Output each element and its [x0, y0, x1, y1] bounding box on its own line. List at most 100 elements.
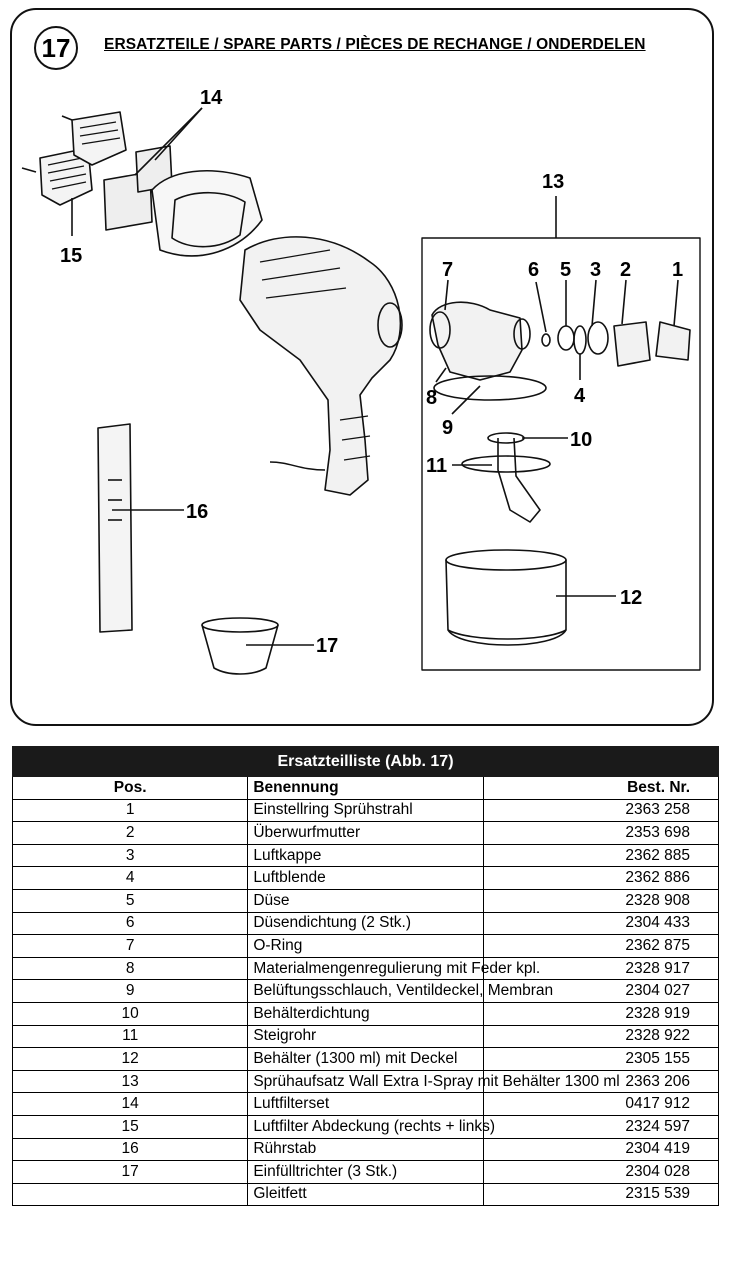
row-number: 2324 597	[482, 1114, 720, 1139]
row-number: 2315 539	[482, 1182, 720, 1207]
row-pos: 6	[11, 911, 249, 936]
spray-gun-body	[239, 236, 403, 496]
callout-15: 15	[60, 245, 82, 267]
exploded-parts-diagram: 14 15 13 7 6 5 3 2 1 4 8 9 10 11 12 16 1…	[21, 87, 701, 675]
callout-13: 13	[542, 171, 564, 193]
row-name: Überwurfmutter	[247, 821, 484, 845]
row-pos: 17	[11, 1160, 249, 1184]
spare-parts-table: Ersatzteilliste (Abb. 17) Pos. Benennung…	[11, 746, 720, 1207]
callout-6: 6	[528, 259, 539, 281]
row-pos: 4	[11, 866, 249, 890]
row-pos: 3	[11, 843, 249, 868]
figure-frame	[10, 8, 714, 726]
row-pos: 10	[11, 1001, 249, 1026]
callout-14: 14	[200, 87, 223, 109]
row-number: 2328 919	[482, 1001, 720, 1026]
row-name: Düse	[247, 888, 484, 913]
callout-1: 1	[672, 259, 683, 281]
row-name: Steigrohr	[247, 1024, 484, 1049]
spray-attachment-head	[429, 301, 691, 401]
row-name: Luftblende	[247, 866, 484, 890]
callout-9: 9	[442, 417, 453, 439]
row-number: 2353 698	[482, 821, 720, 845]
row-number: 2304 028	[482, 1160, 720, 1184]
figure-number: 17	[41, 32, 71, 63]
row-name: Behälter (1300 ml) mit Deckel	[247, 1047, 484, 1071]
container-seal-and-riser	[461, 432, 551, 523]
container-part-12	[445, 549, 567, 646]
header-number: Best. Nr.	[482, 776, 720, 800]
stirring-stick-part-16	[97, 423, 133, 633]
row-pos: 12	[11, 1047, 249, 1071]
row-number: 2304 027	[482, 979, 720, 1003]
funnel-part-17	[201, 617, 279, 675]
figure-title: ERSATZTEILE / SPARE PARTS / PIÈCES DE RE…	[104, 36, 646, 53]
row-pos: 15	[11, 1114, 249, 1139]
filter-housing	[151, 170, 263, 257]
row-name: O-Ring	[247, 934, 484, 958]
row-number: 2363 258	[482, 798, 720, 823]
row-number: 0417 912	[482, 1092, 720, 1116]
callout-12: 12	[620, 587, 642, 609]
callout-2: 2	[620, 259, 631, 281]
row-number: 2304 433	[482, 911, 720, 936]
callout-4: 4	[574, 385, 586, 407]
callout-8: 8	[426, 387, 437, 409]
row-name: Luftfilter Abdeckung (rechts + links)	[247, 1114, 495, 1139]
callout-3: 3	[590, 259, 601, 281]
row-name: Einfülltrichter (3 Stk.)	[247, 1160, 484, 1184]
figure-number-badge: 17	[34, 26, 78, 70]
row-pos: 1	[11, 798, 249, 823]
row-pos: 16	[11, 1137, 249, 1162]
row-pos: 9	[11, 979, 249, 1003]
row-name: Materialmengenregulierung mit Feder kpl.	[247, 956, 540, 981]
callout-16: 16	[186, 501, 208, 523]
callout-11: 11	[426, 455, 447, 477]
callout-7: 7	[442, 259, 453, 281]
row-pos: 14	[11, 1092, 249, 1116]
row-number: 2363 206	[482, 1069, 720, 1094]
row-number: 2362 886	[482, 866, 720, 890]
row-name: Luftfilterset	[247, 1092, 484, 1116]
header-pos: Pos.	[11, 776, 249, 800]
row-pos: 13	[11, 1069, 249, 1094]
row-pos: 11	[11, 1024, 249, 1049]
row-name: Belüftungsschlauch, Ventildeckel, Membra…	[247, 979, 553, 1003]
row-pos: 5	[11, 888, 249, 913]
row-name: Düsendichtung (2 Stk.)	[247, 911, 484, 936]
row-name: Behälterdichtung	[247, 1001, 484, 1026]
spray-attachment-group-box	[421, 237, 701, 671]
row-number: 2328 908	[482, 888, 720, 913]
row-number: 2305 155	[482, 1047, 720, 1071]
callout-17: 17	[316, 635, 338, 657]
row-number: 2362 885	[482, 843, 720, 868]
row-name: Einstellring Sprühstrahl	[247, 798, 484, 823]
row-pos	[11, 1182, 249, 1207]
row-number: 2328 922	[482, 1024, 720, 1049]
row-pos: 8	[11, 956, 249, 981]
row-name: Gleitfett	[247, 1182, 484, 1207]
row-name: Sprühaufsatz Wall Extra I-Spray mit Behä…	[247, 1069, 620, 1094]
callout-5: 5	[560, 259, 571, 281]
header-name: Benennung	[247, 776, 484, 800]
table-title: Ersatzteilliste (Abb. 17)	[12, 746, 719, 777]
row-name: Luftkappe	[247, 843, 484, 868]
row-number: 2304 419	[482, 1137, 720, 1162]
